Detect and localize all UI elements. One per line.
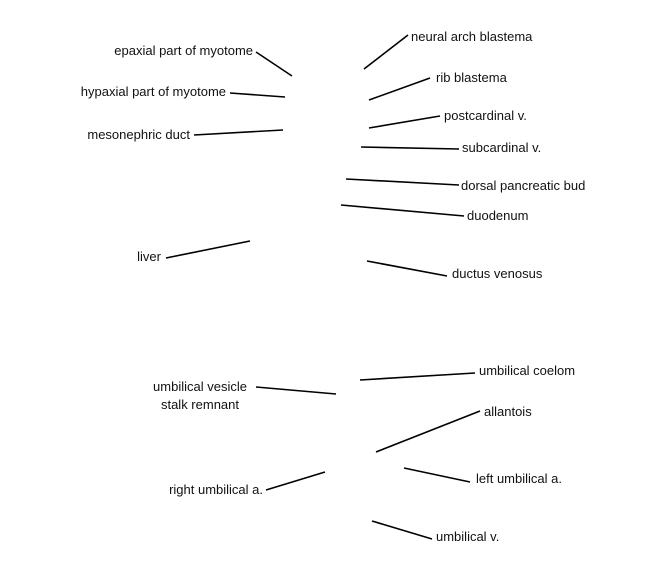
label-hypaxial: hypaxial part of myotome <box>80 84 226 99</box>
label-ductus-venosus: ductus venosus <box>452 266 543 281</box>
leader-line-postcardinal <box>368 115 441 129</box>
leader-line-mesonephric <box>193 129 284 136</box>
leader-line-neural-arch <box>363 34 409 70</box>
leader-line-umb-coelom <box>359 372 476 381</box>
label-allantois: allantois <box>484 404 532 419</box>
label-duodenum: duodenum <box>467 208 529 223</box>
leader-line-umb-vesicle <box>255 386 337 395</box>
leader-line-right-umb-a <box>265 471 326 491</box>
label-stalk-remnant: stalk remnant <box>160 397 240 412</box>
label-postcardinal: postcardinal v. <box>444 108 527 123</box>
leader-line-umb-v <box>371 520 433 540</box>
label-subcardinal: subcardinal v. <box>462 140 542 155</box>
label-mesonephric: mesonephric duct <box>87 127 190 142</box>
label-epaxial: epaxial part of myotome <box>114 43 253 58</box>
label-umbilical-coelom: umbilical coelom <box>479 363 576 378</box>
label-umbilical-vesicle: umbilical vesicle <box>153 379 247 394</box>
leader-line-epaxial <box>255 51 293 77</box>
leader-line-rib <box>368 77 431 101</box>
leader-line-dorsal-pancreatic <box>345 178 460 186</box>
label-neural-arch: neural arch blastema <box>411 29 533 44</box>
label-umbilical-v: umbilical v. <box>436 529 500 544</box>
leader-line-hypaxial <box>229 92 286 98</box>
label-dorsal-pancreatic: dorsal pancreatic bud <box>461 178 586 193</box>
leader-line-subcardinal <box>360 146 460 150</box>
leader-line-ductus-venosus <box>366 260 448 277</box>
leader-line-left-umb-a <box>403 467 471 483</box>
leader-line-allantois <box>375 410 481 453</box>
leader-line-duodenum <box>340 204 465 217</box>
label-liver: liver <box>137 249 161 264</box>
label-rib-blastema: rib blastema <box>436 70 507 85</box>
label-left-umbilical-a: left umbilical a. <box>476 471 562 486</box>
label-right-umbilical-a: right umbilical a. <box>169 482 263 497</box>
leader-line-liver <box>165 240 251 259</box>
